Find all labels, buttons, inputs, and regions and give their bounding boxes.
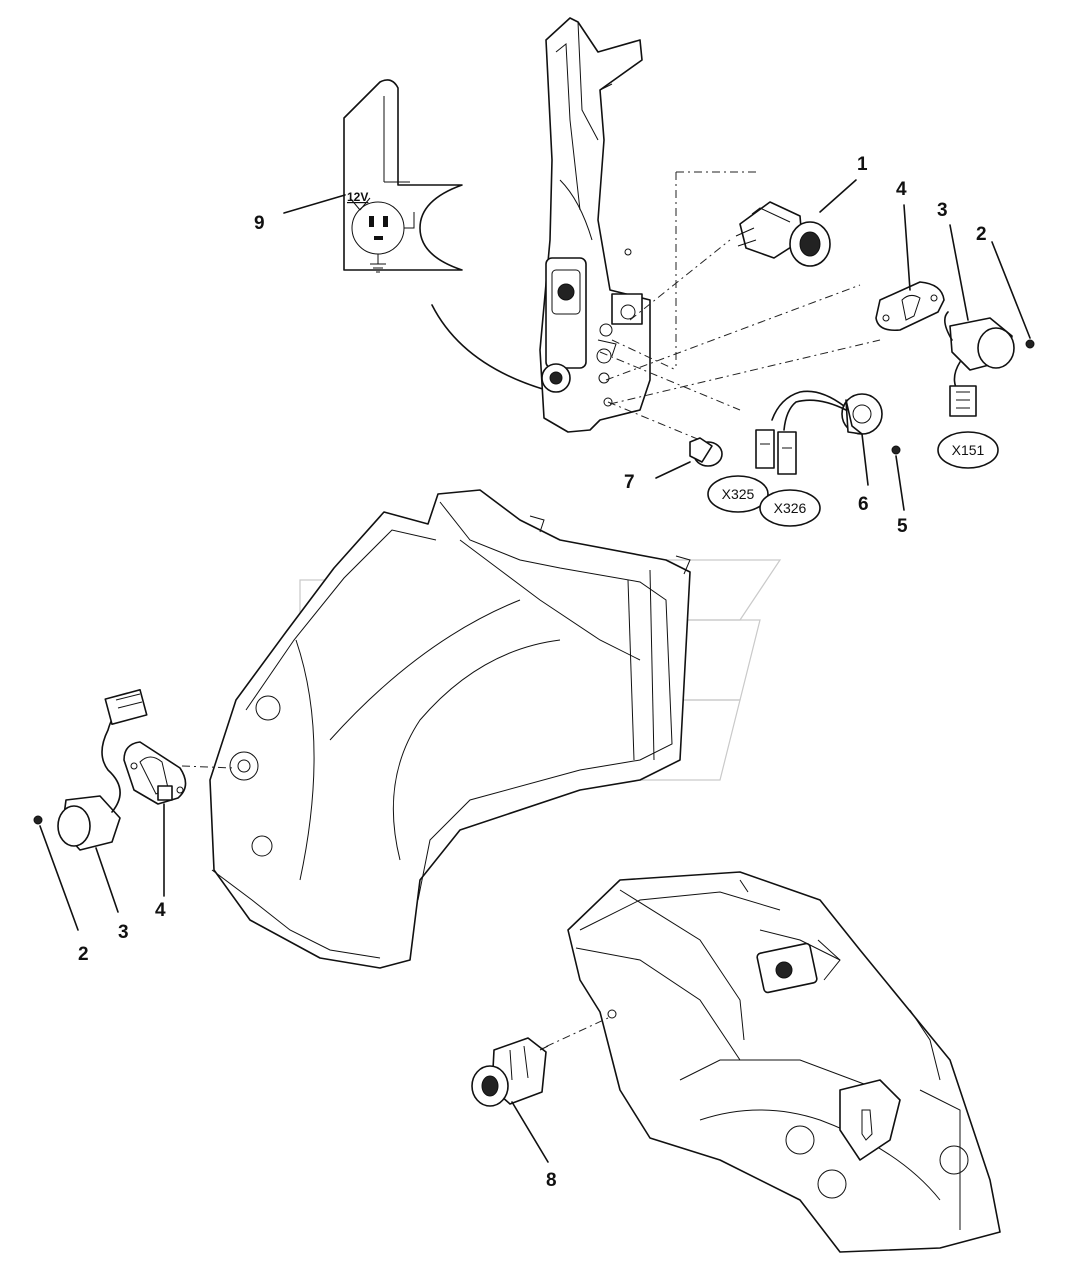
part-4-plate-upper (875, 281, 945, 332)
connector-x151-oval (937, 431, 999, 469)
part-1-socket (735, 201, 831, 267)
leader-4a (903, 204, 911, 291)
part-3-socket-upper (944, 311, 1015, 417)
connector-x325-label: X325 (722, 486, 755, 502)
part-6-harness (755, 390, 883, 475)
leader-5 (895, 455, 905, 511)
leader-9 (283, 194, 346, 214)
connector-x325-oval (707, 475, 769, 513)
leader-2b (39, 825, 79, 931)
callout-8: 8 (546, 1170, 557, 1191)
callout-7: 7 (624, 472, 635, 493)
leader-2a (991, 241, 1031, 339)
callout-3a: 3 (937, 200, 948, 221)
callout-1: 1 (857, 154, 868, 175)
leader-8 (511, 1101, 549, 1163)
cab-pillar (539, 17, 651, 433)
part-3-socket-lower (57, 688, 148, 851)
leader-3a (949, 224, 969, 321)
callout-6: 6 (858, 494, 869, 515)
connector-x151-label: X151 (952, 442, 985, 458)
callout-3b: 3 (118, 922, 129, 943)
part-5-screw (891, 445, 901, 455)
callout-2a: 2 (976, 224, 987, 245)
leader-3b (95, 847, 119, 913)
part-4-plate-lower (123, 741, 187, 805)
alignment-line-console (529, 1017, 609, 1055)
connector-x326-label: X326 (774, 500, 807, 516)
callout-2b: 2 (78, 944, 89, 965)
part-2-screw-lower (33, 815, 43, 825)
decal-voltage-label: 12V (347, 190, 368, 204)
part-7-plug (689, 437, 723, 467)
leader-7 (655, 461, 691, 479)
callout-4a: 4 (896, 179, 907, 200)
connector-x326-oval (759, 489, 821, 527)
part-2-screw-upper (1025, 339, 1035, 349)
dashboard-panel (209, 489, 691, 969)
callout-5: 5 (897, 516, 908, 537)
decal-12v: 12V (343, 79, 463, 273)
part-8-socket (471, 1037, 549, 1107)
alignment-lines (599, 171, 881, 441)
callout-9: 9 (254, 213, 265, 234)
leader-6 (861, 433, 869, 486)
leader-1 (819, 179, 857, 213)
callout-4b: 4 (155, 900, 166, 921)
alignment-line-left (181, 765, 235, 769)
right-console (567, 871, 1001, 1253)
